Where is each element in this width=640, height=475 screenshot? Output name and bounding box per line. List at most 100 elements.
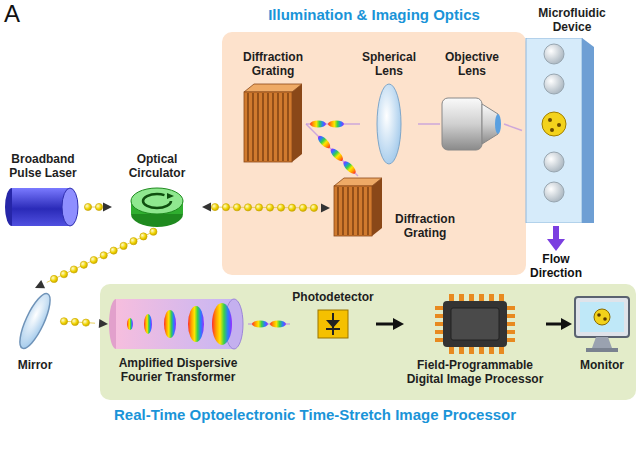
pulse-dot xyxy=(60,271,67,278)
adft-icon xyxy=(108,296,248,352)
pulse-dot xyxy=(222,204,229,211)
panel-heading: Real-Time Optoelectronic Time-Stretch Im… xyxy=(100,406,636,424)
component: Microfluidic Device xyxy=(522,6,622,223)
pulse-dot xyxy=(95,203,102,210)
pulse-dot xyxy=(130,238,137,245)
pulse-dot xyxy=(150,228,157,235)
arrowhead xyxy=(202,203,211,212)
component: Spherical Lens xyxy=(360,50,418,166)
light-beam xyxy=(202,203,330,213)
mon-drawing xyxy=(572,294,632,354)
pulse-dot xyxy=(60,318,67,325)
pulse-dot xyxy=(233,204,240,211)
light-beam xyxy=(60,318,108,328)
spectral-pulse xyxy=(252,321,268,328)
grat-drawing xyxy=(240,82,306,166)
beam-line xyxy=(47,232,154,283)
component: Diffraction Grating xyxy=(240,50,306,166)
mirror-drawing xyxy=(10,288,60,354)
arrowhead xyxy=(35,280,45,288)
component-label: Amplified Dispersive Fourier Transformer xyxy=(108,356,248,384)
light-beam xyxy=(504,124,522,131)
arrowhead xyxy=(321,203,330,212)
component: Optical Circulator xyxy=(112,152,202,230)
spectral-pulse xyxy=(341,159,357,175)
component: Mirror xyxy=(10,288,60,372)
flow-arrow-shape xyxy=(547,226,565,251)
mirror-icon xyxy=(10,288,60,354)
pulse-dot xyxy=(255,204,262,211)
label-box: A xyxy=(4,0,34,28)
component-label: Monitor xyxy=(572,358,632,372)
component: Broadband Pulse Laser xyxy=(2,152,84,230)
grat-icon xyxy=(330,176,386,240)
component-label: Diffraction Grating xyxy=(390,212,460,240)
component: Objective Lens xyxy=(440,50,504,166)
component: Monitor xyxy=(572,294,632,372)
adft-drawing xyxy=(108,296,248,352)
flow-label: Flow Direction xyxy=(521,252,591,280)
panel: Illumination & Imaging OpticsDiffraction… xyxy=(222,32,526,275)
signal-arrow xyxy=(376,318,404,330)
component-label: Spherical Lens xyxy=(360,50,418,78)
beam-line xyxy=(418,123,440,125)
fpga-icon xyxy=(429,294,521,354)
arrowhead xyxy=(393,318,404,330)
laser-drawing xyxy=(4,184,82,230)
panel-letter: A xyxy=(4,0,34,28)
light-beam xyxy=(418,124,440,125)
component-label: Optical Circulator xyxy=(112,152,202,180)
signal-arrow xyxy=(546,318,572,330)
spectral-pulse xyxy=(316,134,332,150)
pulse-dot xyxy=(120,242,127,249)
component-label: Diffraction Grating xyxy=(240,50,306,78)
component: Field-Programmable Digital Image Process… xyxy=(404,294,546,386)
grat-drawing xyxy=(330,176,386,240)
component-label: Field-Programmable Digital Image Process… xyxy=(404,358,546,386)
pulse-dot xyxy=(84,203,91,210)
micro-icon xyxy=(522,38,602,223)
pulse-dot xyxy=(100,252,107,259)
arrow-line xyxy=(376,323,393,326)
pulse-dot xyxy=(277,204,284,211)
light-beam xyxy=(35,228,157,288)
component: Amplified Dispersive Fourier Transformer xyxy=(108,296,248,384)
spectral-pulse xyxy=(329,147,345,163)
flow-arrow xyxy=(546,226,566,252)
light-beam xyxy=(306,121,360,128)
lens-icon xyxy=(369,82,409,166)
spectral-pulse xyxy=(270,321,286,328)
pd-icon xyxy=(316,308,350,340)
arrowhead xyxy=(103,203,112,212)
beam-line xyxy=(504,124,522,131)
pulse-dot xyxy=(50,275,57,282)
component-label: Photodetector xyxy=(290,290,376,304)
pulse-dot xyxy=(80,261,87,268)
pd-drawing xyxy=(316,308,350,340)
pulse-dot xyxy=(90,256,97,263)
pulse-dot xyxy=(140,233,147,240)
panel: Real-Time Optoelectronic Time-Stretch Im… xyxy=(100,284,636,400)
grat-icon xyxy=(240,82,306,166)
pulse-dot xyxy=(310,204,317,211)
pulse-dot xyxy=(70,266,77,273)
pulse-dot xyxy=(71,318,78,325)
component-label: Objective Lens xyxy=(440,50,504,78)
beam-line xyxy=(64,321,95,323)
component: Diffraction Grating xyxy=(330,176,460,240)
panel-heading: Illumination & Imaging Optics xyxy=(222,6,526,24)
circ-icon xyxy=(127,184,187,230)
light-beam xyxy=(248,321,290,328)
light-beam xyxy=(306,124,358,176)
fpga-drawing xyxy=(429,294,521,354)
laser-icon xyxy=(4,184,82,230)
component-label: Broadband Pulse Laser xyxy=(2,152,84,180)
pulse-dot xyxy=(288,204,295,211)
pulse-dot xyxy=(110,247,117,254)
label-box: Flow Direction xyxy=(521,252,591,280)
pulse-dot xyxy=(82,319,89,326)
spectral-pulse xyxy=(328,121,344,128)
obj-drawing xyxy=(440,82,504,166)
pulse-dot xyxy=(266,204,273,211)
